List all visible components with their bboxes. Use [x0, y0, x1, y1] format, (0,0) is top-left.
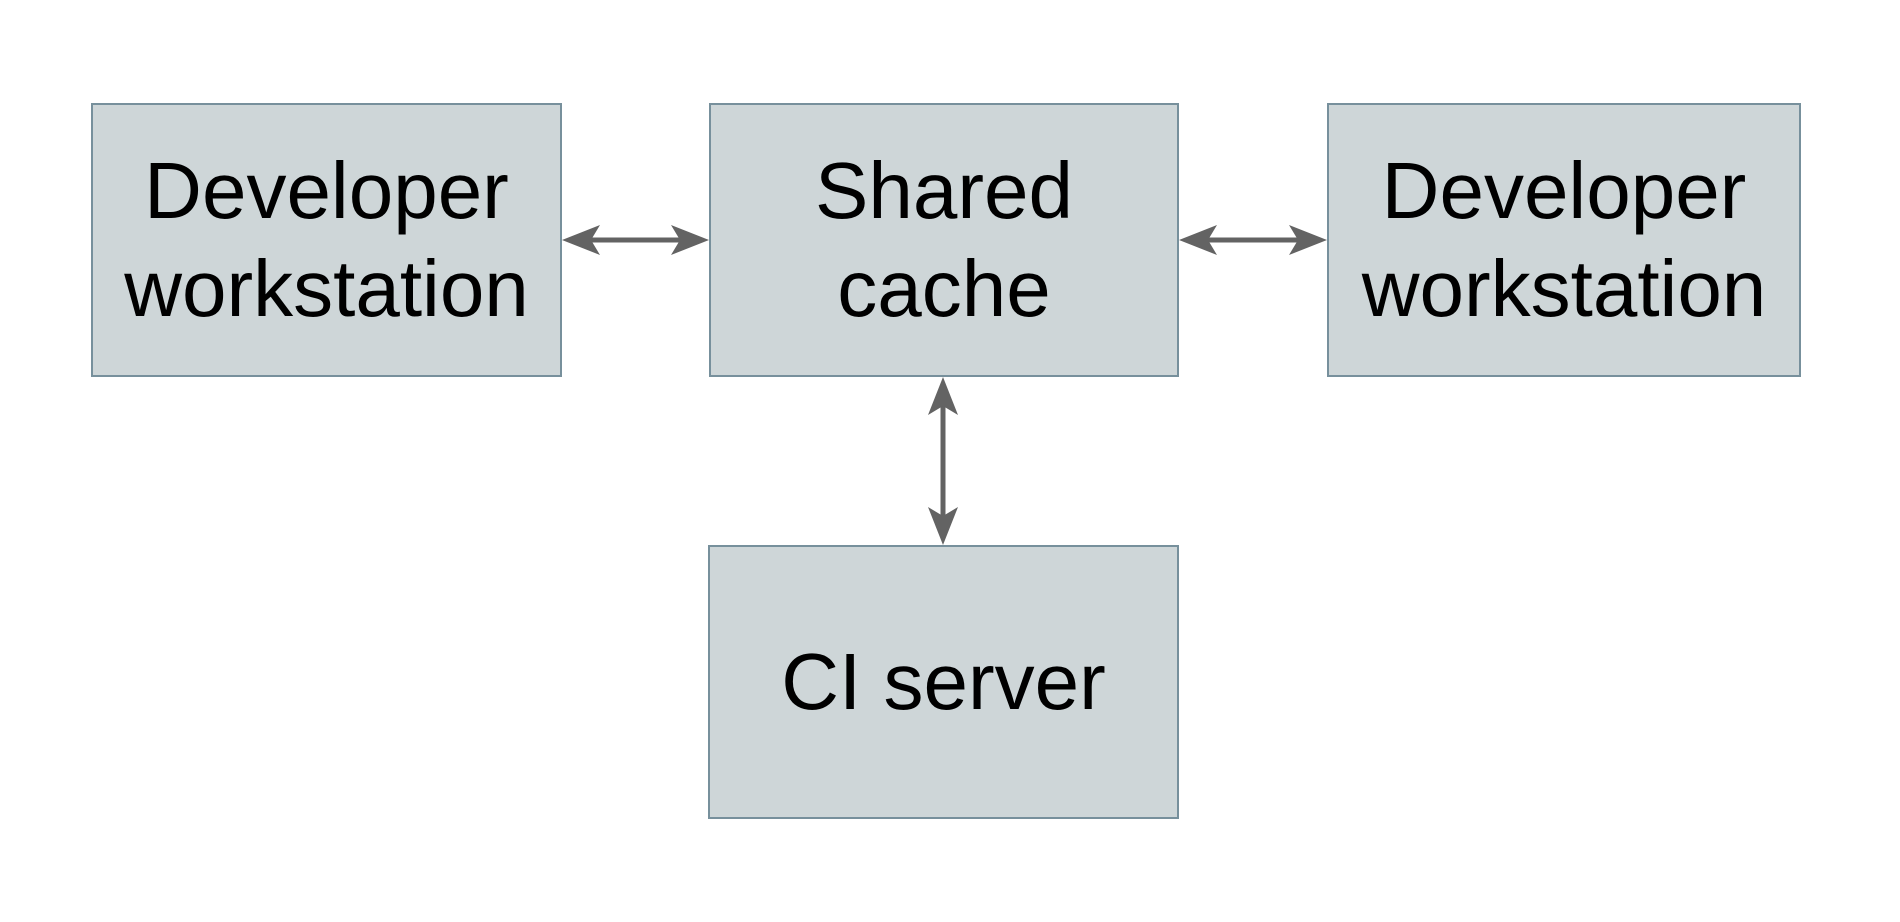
- node-label-line: Shared: [815, 146, 1073, 236]
- node-ci-server: CI server: [708, 545, 1179, 819]
- node-label-line: Developer: [144, 146, 509, 236]
- node-shared-cache: Shared cache: [709, 103, 1179, 377]
- node-label-line: Developer: [1381, 146, 1747, 236]
- node-developer-workstation-right: Developer workstation: [1327, 103, 1801, 377]
- bidirectional-arrow-vertical-icon: [928, 377, 958, 545]
- node-label-line: workstation: [124, 244, 529, 333]
- bidirectional-arrow-horizontal-icon: [562, 225, 709, 255]
- node-developer-workstation-left: Developer workstation: [91, 103, 562, 377]
- connector-shared-cache-ci-server: [920, 377, 966, 545]
- connector-left-workstation-shared-cache: [562, 217, 709, 263]
- connector-shared-cache-right-workstation: [1179, 217, 1327, 263]
- node-label-line: CI server: [781, 637, 1106, 727]
- node-label-line: cache: [837, 244, 1051, 333]
- node-label-line: workstation: [1361, 244, 1767, 333]
- bidirectional-arrow-horizontal-icon: [1179, 225, 1327, 255]
